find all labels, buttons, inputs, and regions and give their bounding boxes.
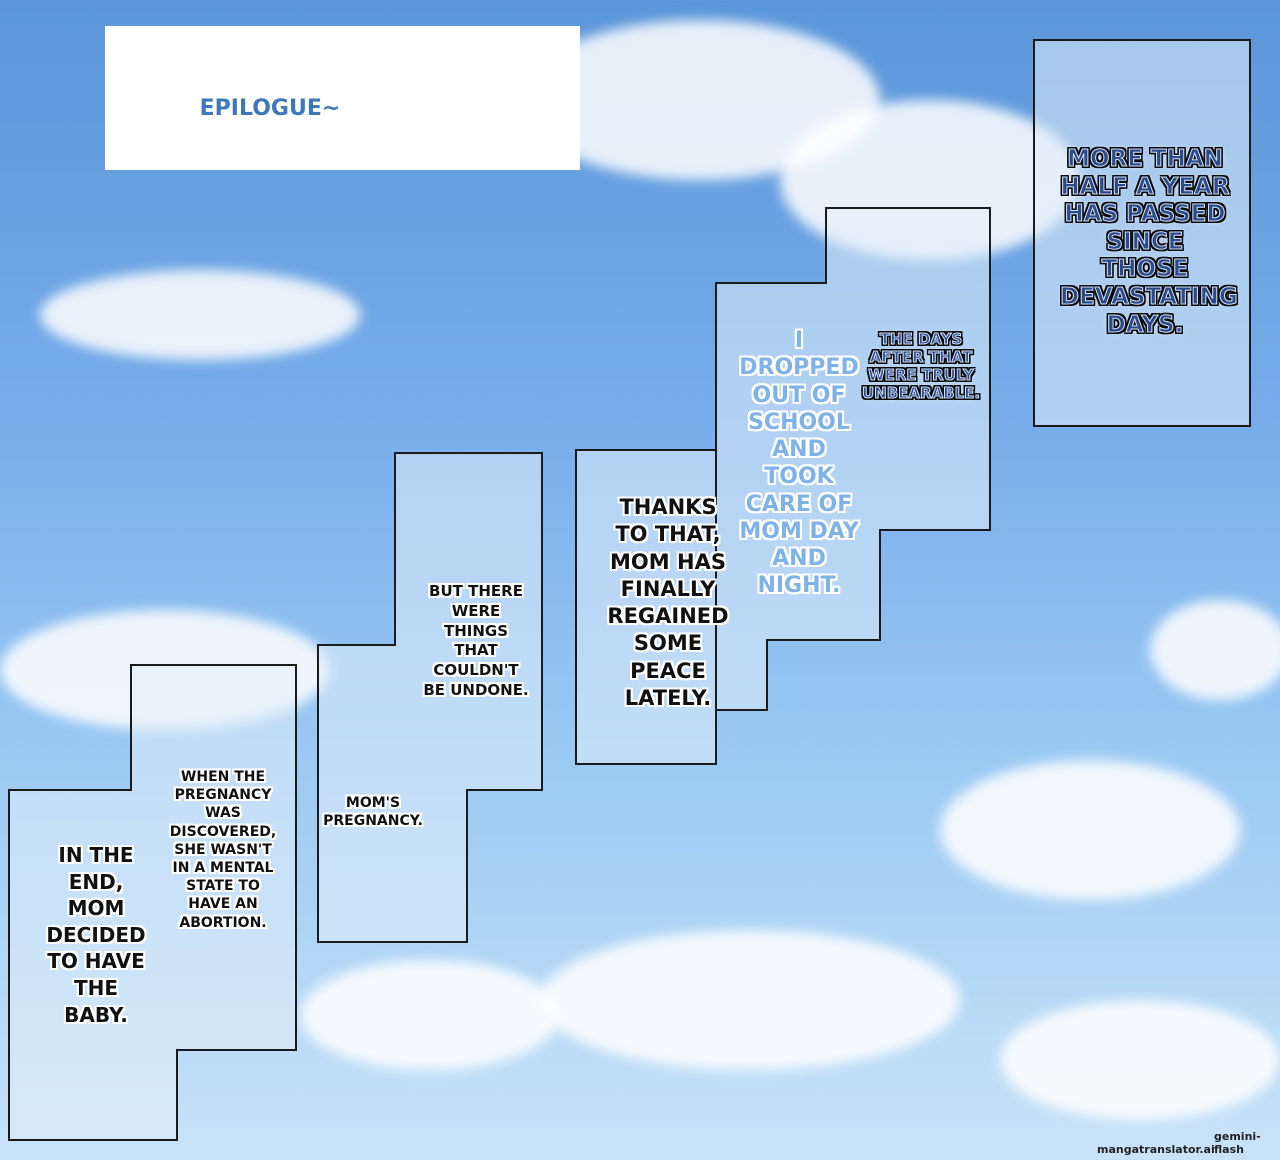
panel-top-right-text: MORE THAN HALF A YEAR HAS PASSED SINCE T… [1060, 145, 1239, 338]
cloud [540, 930, 960, 1070]
page-title: EPILOGUE~ [199, 96, 341, 121]
panel-staircase-4-text-b: MOM'S PREGNANCY. [323, 795, 423, 830]
cloud [300, 960, 560, 1070]
title-box [105, 26, 580, 170]
panel-staircase-2-text-b: I DROPPED OUT OF SCHOOL AND TOOK CARE OF… [739, 328, 859, 599]
panel-top-right [1033, 39, 1251, 427]
cloud [40, 270, 360, 360]
cloud [940, 760, 1240, 900]
panel-staircase-3-text: THANKS TO THAT, MOM HAS FINALLY REGAINED… [607, 495, 729, 711]
panel-bottom-left-text-a: WHEN THE PREGNANCY WAS DISCOVERED, SHE W… [169, 769, 277, 931]
watermark-right: gemini-flash [1214, 1130, 1261, 1156]
cloud [1150, 600, 1280, 700]
cloud [1000, 1000, 1280, 1120]
panel-bottom-left-text-b: IN THE END, MOM DECIDED TO HAVE THE BABY… [46, 843, 146, 1027]
panel-staircase-2-text-a: THE DAYS AFTER THAT WERE TRULY UNBEARABL… [862, 330, 981, 403]
watermark-left: mangatranslator.ai [1097, 1143, 1215, 1156]
panel-staircase-4-text-a: BUT THERE WERE THINGS THAT COULDN'T BE U… [423, 582, 529, 699]
